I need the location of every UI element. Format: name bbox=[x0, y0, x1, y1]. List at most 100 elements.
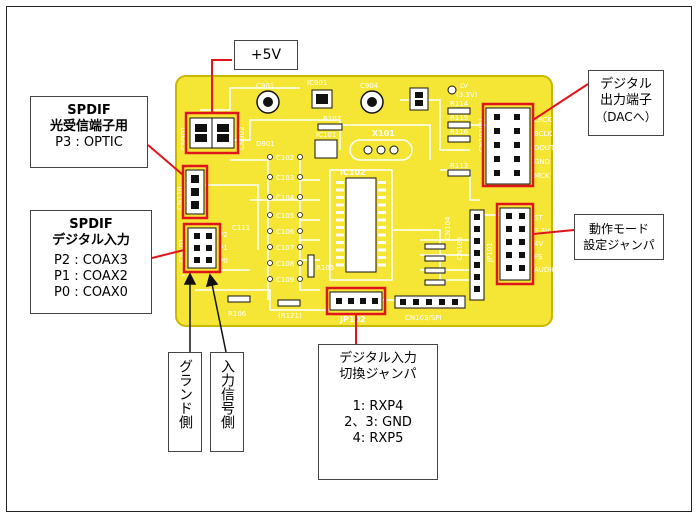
resistor-bank-top: R114 R115 R116 R113 bbox=[447, 100, 471, 177]
cap-pad bbox=[297, 244, 303, 250]
ic102-pin bbox=[336, 188, 344, 192]
svg-text:JP102: JP102 bbox=[339, 315, 366, 324]
resistor-r105: R105 bbox=[307, 254, 334, 278]
ic102-pin bbox=[336, 256, 344, 259]
svg-text:C102: C102 bbox=[276, 154, 294, 162]
pin-label-mode: 4V bbox=[534, 240, 543, 248]
highlight-mode bbox=[495, 202, 535, 286]
leader-lines-red bbox=[147, 59, 589, 344]
ic102-pin bbox=[378, 203, 386, 207]
jp101-pin bbox=[506, 252, 512, 258]
jp102-pin bbox=[336, 298, 342, 304]
callout-out-line2: 出力端子 bbox=[599, 93, 652, 108]
cn102-pin bbox=[514, 114, 520, 120]
svg-text:R113: R113 bbox=[450, 162, 468, 170]
ic102-pin bbox=[336, 263, 344, 267]
cap-pad bbox=[267, 228, 273, 234]
svg-text:C901: C901 bbox=[256, 82, 274, 90]
jp101-pin bbox=[506, 213, 512, 219]
svg-text:(3.3V): (3.3V) bbox=[456, 91, 478, 99]
ic102-pin bbox=[336, 211, 344, 214]
arrows-black bbox=[183, 272, 227, 353]
svg-text:C105: C105 bbox=[276, 212, 294, 220]
svg-text:P0: P0 bbox=[219, 257, 228, 265]
svg-text:CN104: CN104 bbox=[444, 216, 452, 240]
ic102-pin bbox=[378, 181, 386, 184]
highlight-output bbox=[481, 102, 535, 188]
svg-text:IC101: IC101 bbox=[316, 131, 336, 139]
cap-pad bbox=[297, 260, 303, 266]
pin-label-mode: FS bbox=[534, 253, 543, 261]
svg-text:(R121): (R121) bbox=[278, 312, 302, 320]
cn103-pin bbox=[400, 299, 406, 305]
cn101-pin bbox=[194, 245, 200, 251]
callout-coax-title1: SPDIF bbox=[69, 217, 113, 232]
cn104-label: CN104 bbox=[444, 216, 452, 240]
cap-pad bbox=[267, 154, 273, 160]
cap-pad bbox=[267, 194, 273, 200]
ic102-pin bbox=[378, 241, 386, 244]
figure-frame bbox=[6, 6, 692, 512]
cap-pad bbox=[297, 276, 303, 282]
callout-jumper-title1: デジタル入力 bbox=[339, 351, 417, 366]
connector-cn901: CN901 bbox=[180, 117, 213, 151]
svg-text:CN103/SPI: CN103/SPI bbox=[405, 314, 442, 322]
ic102-pin bbox=[378, 233, 386, 237]
callout-optic-title1: SPDIF bbox=[67, 103, 111, 118]
cn105-pin bbox=[474, 238, 480, 244]
svg-text:P1: P1 bbox=[219, 244, 228, 252]
cap-pad bbox=[267, 174, 273, 180]
highlight-boxes bbox=[181, 102, 535, 316]
svg-text:C109: C109 bbox=[276, 276, 294, 284]
svg-text:LV: LV bbox=[460, 82, 468, 90]
highlight-optic bbox=[181, 164, 209, 220]
cn105-pin bbox=[474, 226, 480, 232]
led-lv: LV (3.3V) bbox=[447, 82, 478, 99]
cap-pad bbox=[297, 212, 303, 218]
ic102-pins bbox=[336, 181, 386, 267]
svg-text:C103: C103 bbox=[276, 174, 294, 182]
cn101-pin bbox=[206, 245, 212, 251]
resistor-r106: R106 bbox=[227, 295, 251, 318]
callout-power: +5V bbox=[234, 40, 298, 70]
callout-spdif-coax: SPDIF デジタル入力 P2 : COAX3 P1 : COAX2 P0 : … bbox=[30, 210, 152, 314]
ic102-pin bbox=[336, 218, 344, 222]
pin-label-output: DOUT bbox=[534, 144, 555, 152]
cap-c904: C904 bbox=[360, 82, 384, 114]
svg-text:R107: R107 bbox=[323, 115, 341, 123]
svg-text:C104: C104 bbox=[276, 194, 295, 202]
jp101-pin bbox=[506, 265, 512, 271]
pin-label-mode: 3.3V bbox=[534, 227, 550, 235]
cap-pad bbox=[267, 244, 273, 250]
jp101-pin bbox=[519, 239, 525, 245]
callout-coax-line: P1 : COAX2 bbox=[54, 269, 128, 284]
jp101-pin bbox=[506, 226, 512, 232]
jp102-pin bbox=[360, 298, 366, 304]
cn103-pin bbox=[426, 299, 432, 305]
callout-optic-detail: P3 : OPTIC bbox=[55, 135, 123, 150]
ic102-pin bbox=[378, 263, 386, 267]
pin-label-output: BCLK bbox=[534, 130, 552, 138]
resistor-r121: (R121) bbox=[277, 299, 302, 320]
cap-column: C102 C103 C104 C105 C106 C107 C108 C109 … bbox=[232, 140, 303, 284]
ic102-pin bbox=[336, 203, 344, 207]
svg-text:R115: R115 bbox=[450, 114, 468, 122]
ic102-pin bbox=[336, 181, 344, 184]
svg-text:R116: R116 bbox=[450, 128, 469, 136]
svg-text:CN901: CN901 bbox=[180, 127, 188, 151]
cn105-pin bbox=[474, 214, 480, 220]
svg-text:CN110: CN110 bbox=[176, 187, 184, 211]
cn102-pin bbox=[494, 142, 500, 148]
ic102-pin bbox=[336, 233, 344, 237]
ic901: IC901 bbox=[307, 79, 333, 109]
cn105-pin bbox=[474, 274, 480, 280]
cap-pad bbox=[267, 212, 273, 218]
callout-ground-label: グランド側 bbox=[177, 359, 193, 429]
connector-cn102: CN102(A) bbox=[478, 107, 531, 185]
cn101-pin bbox=[194, 257, 200, 263]
callout-ground-side: グランド側 bbox=[168, 352, 202, 452]
cap-pad bbox=[297, 194, 303, 200]
ic102-pin bbox=[378, 196, 386, 199]
callout-input-jumper: デジタル入力 切換ジャンパ 1: RXP4 2、3: GND 4: RXP5 bbox=[318, 344, 438, 480]
